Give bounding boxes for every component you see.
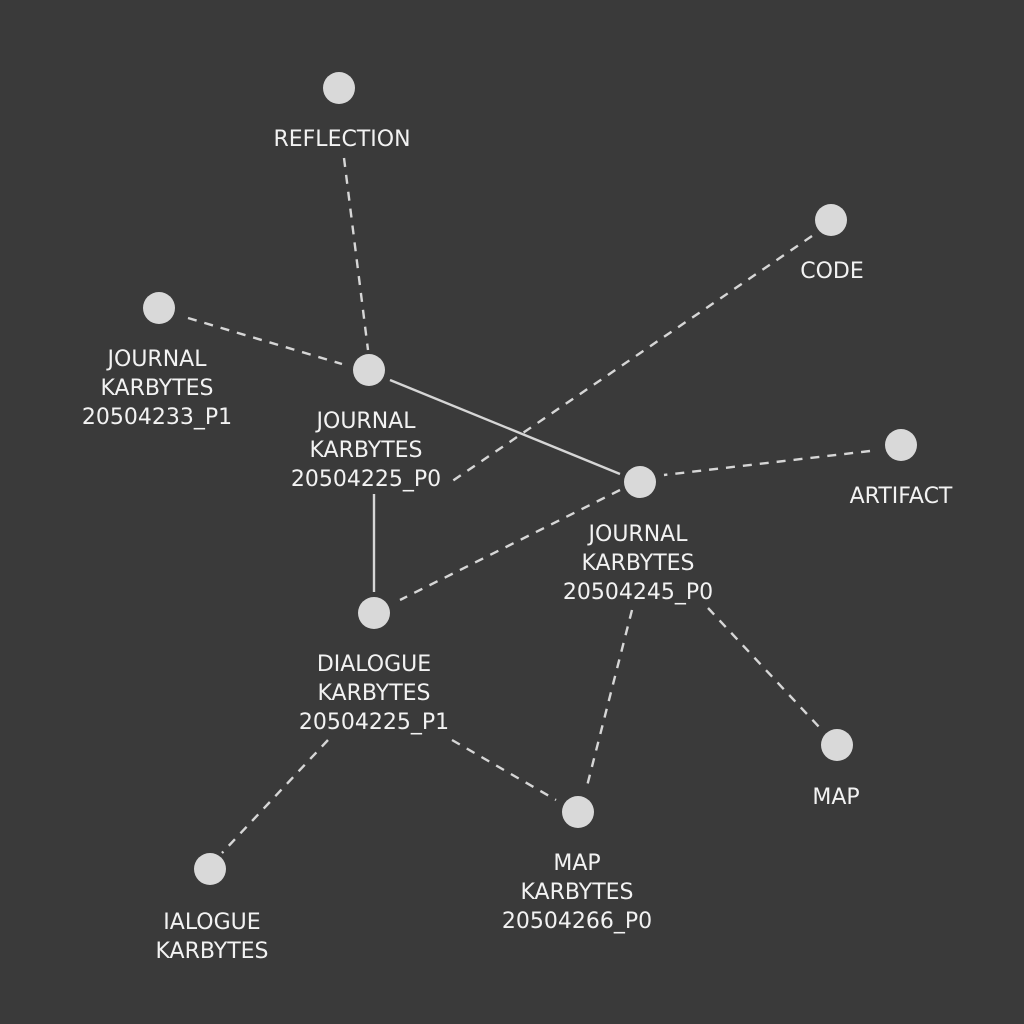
node-label-journal-20504233-p1: JOURNAL KARBYTES 20504233_P1 — [82, 347, 232, 430]
edge-dialogue-20504225-p1-to-map-20504266-p0 — [451, 738, 557, 802]
node-label-line: 20504225_P0 — [291, 467, 441, 492]
node-journal-20504233-p1[interactable] — [143, 292, 175, 324]
node-map[interactable] — [821, 729, 853, 761]
node-label-ialogue-karbytes: IALOGUE KARBYTES — [155, 910, 268, 964]
node-label-line: KARBYTES — [155, 939, 268, 964]
node-label-journal-20504225-p0: JOURNAL KARBYTES 20504225_P0 — [291, 409, 441, 492]
node-artifact[interactable] — [885, 429, 917, 461]
node-label-line: 20504245_P0 — [563, 580, 713, 605]
node-map-20504266-p0[interactable] — [562, 796, 594, 828]
node-label-line: KARBYTES — [100, 376, 213, 401]
node-label-journal-20504245-p0: JOURNAL KARBYTES 20504245_P0 — [563, 522, 713, 605]
node-label-line: JOURNAL — [315, 409, 417, 434]
node-label-line: JOURNAL — [587, 522, 689, 547]
node-label-map: MAP — [812, 785, 859, 810]
node-journal-20504245-p0[interactable] — [624, 466, 656, 498]
edge-journal-20504245-p0-to-map-20504266-p0 — [584, 609, 634, 791]
edge-artifact-to-journal-20504245-p0 — [663, 449, 871, 477]
node-label-reflection: REFLECTION — [273, 127, 410, 152]
node-label-line: REFLECTION — [273, 127, 410, 152]
node-reflection[interactable] — [323, 72, 355, 104]
node-label-artifact: ARTIFACT — [850, 484, 953, 509]
node-label-line: KARBYTES — [309, 438, 422, 463]
node-label-line: 20504225_P1 — [299, 710, 449, 735]
edge-journal-20504245-p0-to-dialogue-20504225-p1 — [399, 488, 621, 602]
node-ialogue-karbytes[interactable] — [194, 853, 226, 885]
node-label-code: CODE — [800, 259, 864, 284]
labels-layer: REFLECTION CODE JOURNAL KARBYTES 20504233_P1… — [82, 127, 953, 964]
node-label-line: JOURNAL — [106, 347, 208, 372]
edge-reflection-to-journal-20504225-p0 — [342, 157, 370, 351]
edge-journal-20504245-p0-to-map — [707, 607, 821, 729]
node-label-line: ARTIFACT — [850, 484, 953, 509]
node-code[interactable] — [815, 204, 847, 236]
node-label-line: MAP — [553, 851, 600, 876]
node-dialogue-20504225-p1[interactable] — [358, 597, 390, 629]
node-label-line: KARBYTES — [317, 681, 430, 706]
node-label-line: IALOGUE — [163, 910, 260, 935]
node-label-line: KARBYTES — [581, 551, 694, 576]
node-label-line: CODE — [800, 259, 864, 284]
node-label-dialogue-20504225-p1: DIALOGUE KARBYTES 20504225_P1 — [299, 652, 449, 735]
node-journal-20504225-p0[interactable] — [353, 354, 385, 386]
node-label-line: 20504233_P1 — [82, 405, 232, 430]
edge-journal-20504225-p0-to-journal-20504245-p0 — [389, 378, 621, 476]
node-label-map-20504266-p0: MAP KARBYTES 20504266_P0 — [502, 851, 652, 934]
edges-layer — [187, 157, 871, 854]
edge-code-to-journal-20504225-p0 — [447, 235, 813, 485]
edge-dialogue-20504225-p1-to-ialogue-karbytes — [221, 739, 329, 854]
nodes-layer — [143, 72, 917, 885]
node-label-line: KARBYTES — [520, 880, 633, 905]
node-label-line: DIALOGUE — [317, 652, 431, 677]
node-label-line: MAP — [812, 785, 859, 810]
edge-journal-20504233-p1-to-journal-20504225-p0 — [187, 316, 343, 366]
node-label-line: 20504266_P0 — [502, 909, 652, 934]
